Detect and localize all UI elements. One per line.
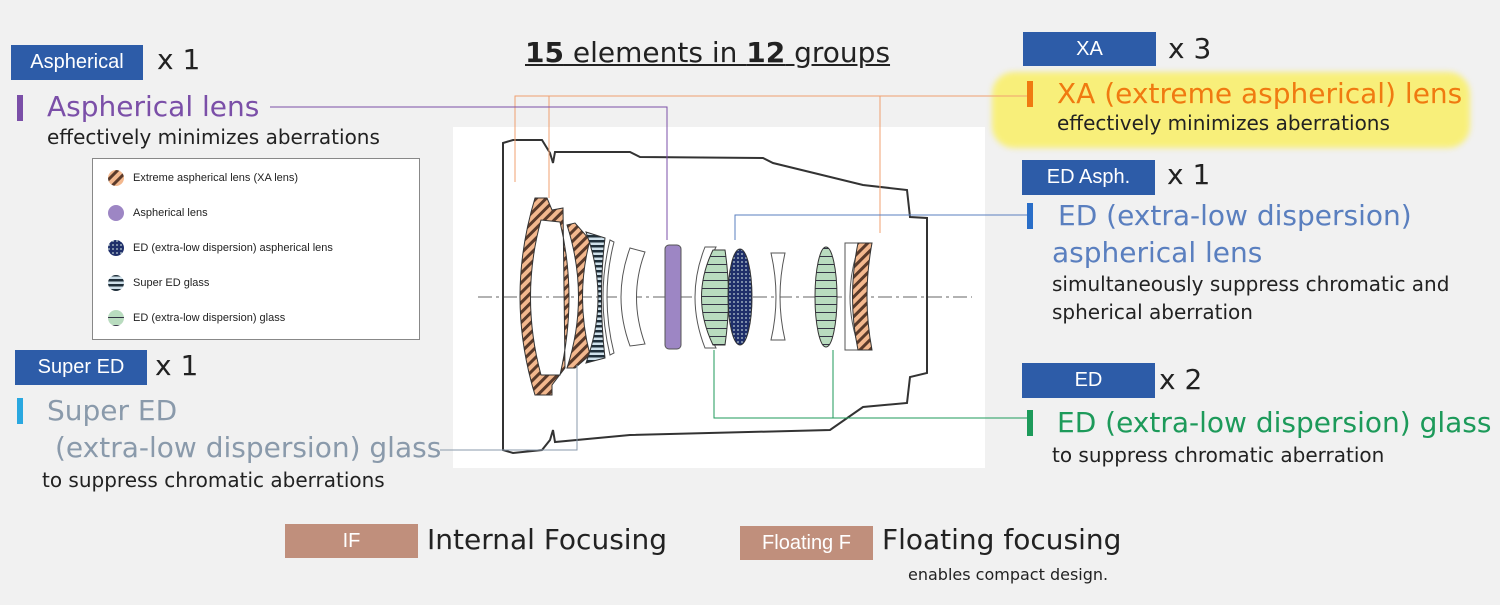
ed-count: x 2: [1159, 363, 1203, 396]
lens-5: [620, 247, 646, 347]
ed-bar: [1027, 410, 1033, 436]
legend: Extreme aspherical lens (XA lens) Aspher…: [92, 158, 420, 340]
page-title: 15 elements in 12 groups: [525, 36, 891, 69]
super-ed-swatch-icon: [108, 275, 124, 291]
super-ed-bar: [17, 398, 23, 424]
if-tag: IF: [285, 524, 418, 558]
ed-glass-2: [814, 246, 838, 348]
aspherical-swatch-icon: [108, 205, 124, 221]
if-label: Internal Focusing: [427, 523, 668, 556]
super-ed-tag: Super ED: [15, 350, 147, 385]
aspherical-count: x 1: [157, 43, 201, 76]
aspherical-callout-line: [270, 106, 668, 240]
lens-barrel: [502, 139, 928, 455]
xa-lens-1: [519, 197, 570, 396]
ed-aspherical-swatch-icon: [108, 240, 124, 256]
ed-asph-callout-line: [734, 214, 1030, 240]
floating-desc: enables compact design.: [908, 565, 1109, 584]
aspherical-bar: [17, 95, 23, 121]
ed-glass-1: [701, 249, 729, 346]
ed-aspherical-lens: [727, 248, 753, 346]
floating-tag: Floating F: [740, 526, 873, 560]
ed-asph-heading: ED (extra-low dispersion): [1058, 199, 1412, 232]
legend-item: ED (extra-low dispersion) aspherical len…: [107, 239, 333, 257]
ed-glass-swatch-icon: [108, 310, 124, 326]
xa-lens-2: [566, 222, 591, 369]
lens-10: [770, 252, 786, 341]
super-ed-heading-2: (extra-low dispersion) glass: [55, 431, 442, 464]
legend-item: Extreme aspherical lens (XA lens): [107, 169, 298, 187]
xa-bar: [1027, 81, 1033, 107]
ed-tag: ED: [1022, 363, 1155, 398]
aspherical-heading: Aspherical lens: [47, 90, 260, 123]
ed-asph-count: x 1: [1167, 158, 1211, 191]
aspherical-desc: effectively minimizes aberrations: [47, 125, 380, 149]
ed-asph-desc: simultaneously suppress chromatic and: [1052, 272, 1450, 296]
aspherical-tag: Aspherical: [11, 45, 143, 80]
ed-callout-line: [713, 350, 1030, 419]
lens-4: [602, 239, 615, 356]
ed-desc: to suppress chromatic aberration: [1052, 443, 1385, 467]
ed-heading: ED (extra-low dispersion) glass: [1057, 406, 1492, 439]
super-ed-count: x 1: [155, 349, 199, 382]
super-ed-callout-line: [440, 365, 578, 451]
xa-count: x 3: [1168, 32, 1212, 65]
legend-item: ED (extra-low dispersion) glass: [107, 309, 285, 327]
ed-asph-heading-2: aspherical lens: [1052, 236, 1263, 269]
xa-tag: XA: [1023, 32, 1156, 66]
ed-asph-tag: ED Asph.: [1022, 160, 1155, 195]
legend-item: Super ED glass: [107, 274, 209, 292]
xa-lens-swatch-icon: [108, 170, 124, 186]
ed-asph-desc-2: spherical aberration: [1052, 300, 1253, 324]
xa-highlight: [992, 72, 1470, 148]
xa-callout-lines: [514, 95, 1028, 233]
super-ed-desc: to suppress chromatic aberrations: [42, 468, 385, 492]
xa-heading: XA (extreme aspherical) lens: [1057, 77, 1463, 110]
xa-desc: effectively minimizes aberrations: [1057, 111, 1390, 135]
floating-label: Floating focusing: [882, 523, 1122, 556]
super-ed-heading: Super ED: [47, 394, 178, 427]
legend-item: Aspherical lens: [107, 204, 208, 222]
xa-lens-3: [852, 242, 873, 351]
super-ed-lens: [585, 231, 606, 364]
ed-asph-bar: [1027, 203, 1033, 229]
aspherical-lens: [664, 244, 682, 350]
